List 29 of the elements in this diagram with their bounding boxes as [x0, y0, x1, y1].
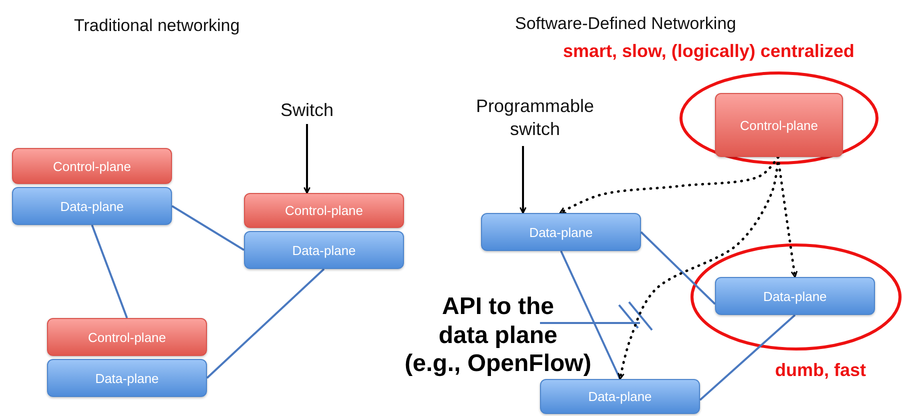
control-plane-box: Control-plane	[47, 318, 207, 356]
data-plane-box: Data-plane	[12, 187, 172, 225]
arrow	[520, 146, 526, 214]
data-plane-box: Data-plane	[540, 379, 700, 414]
link-line	[560, 250, 621, 380]
dotted-arrow	[776, 156, 798, 278]
link-line	[91, 224, 128, 318]
control-plane-box: Control-plane	[244, 193, 404, 228]
control-plane-box: Control-plane	[715, 93, 843, 157]
annotation-text: dumb, fast	[775, 360, 866, 381]
dotted-arrow	[618, 156, 780, 380]
data-plane-box: Data-plane	[715, 277, 875, 315]
link-line	[171, 205, 245, 251]
link-line	[699, 314, 796, 401]
annotation-text: API to the data plane (e.g., OpenFlow)	[404, 292, 592, 380]
text-label: Programmable switch	[474, 94, 596, 141]
text-label: Switch	[280, 99, 334, 122]
arrow	[304, 124, 310, 194]
annotation-text: smart, slow, (logically) centralized	[563, 41, 854, 62]
data-plane-box: Data-plane	[244, 231, 404, 269]
leader-line	[540, 322, 640, 324]
control-plane-box: Control-plane	[12, 148, 172, 184]
section-title: Traditional networking	[74, 16, 240, 36]
section-title: Software-Defined Networking	[515, 14, 736, 34]
data-plane-box: Data-plane	[481, 213, 641, 251]
data-plane-box: Data-plane	[47, 359, 207, 397]
link-line	[640, 231, 716, 305]
link-line	[206, 268, 325, 379]
dotted-arrow	[558, 156, 780, 214]
